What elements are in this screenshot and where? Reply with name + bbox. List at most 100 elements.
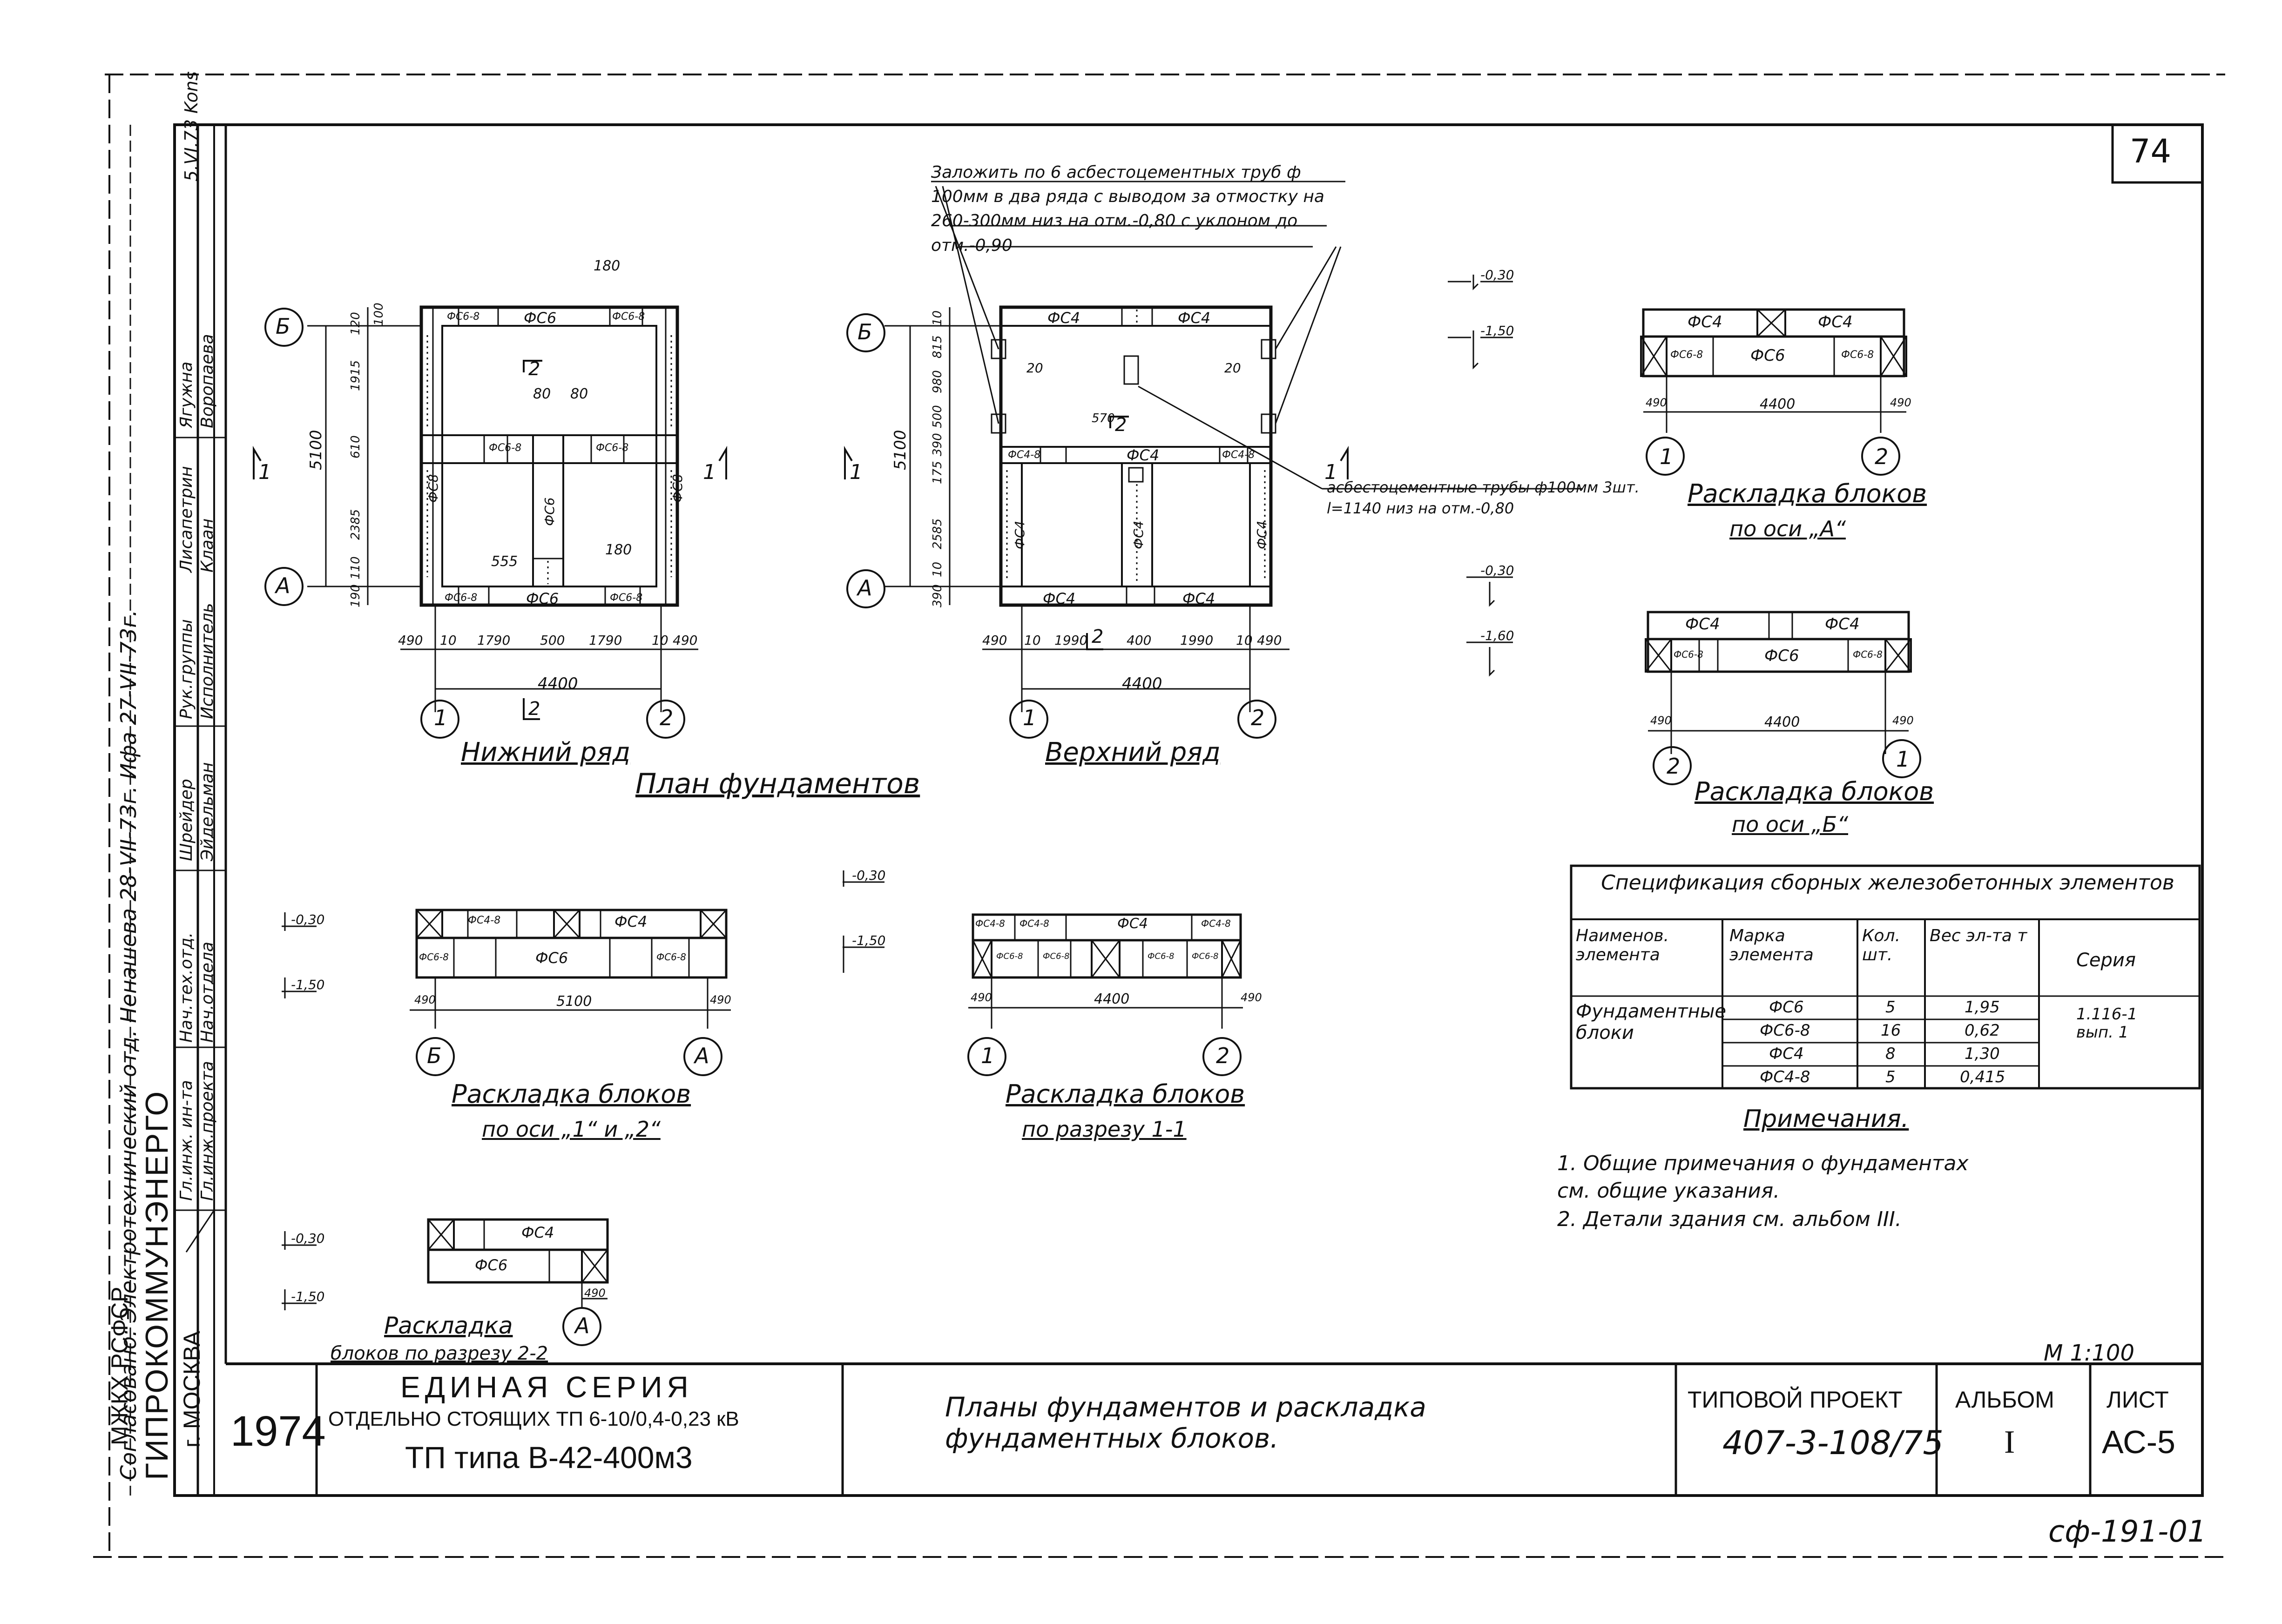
lower-top-fs6-8-right: ФС6-8	[612, 311, 645, 323]
layout-a-fs6-8-right: ФС6-8	[1841, 349, 1874, 361]
level-5: -0,30	[291, 912, 325, 927]
lower-top-fs6-8-left: ФС6-8	[447, 311, 480, 323]
level-8: -1,50	[852, 933, 886, 948]
layout-11-dim: 4400	[1094, 991, 1130, 1007]
spec-row-1-qty: 16	[1881, 1021, 1901, 1040]
spec-table-lines	[1570, 864, 2201, 1090]
level-6: -1,50	[291, 977, 325, 992]
layout-12-axis-a: А	[695, 1043, 709, 1068]
axis-2-lower: 2	[660, 705, 674, 730]
upper-dim-y-5: 500	[931, 405, 945, 428]
axis-b-upper: Б	[857, 319, 872, 344]
sheet-code: АС-5	[2102, 1424, 2175, 1460]
layout-a-dim: 4400	[1760, 396, 1796, 412]
role-tech-dept: Нач.тех.отд.	[177, 932, 196, 1043]
upper-dim-x-6: 490	[1257, 633, 1282, 648]
layout-a-fs6-8-left: ФС6-8	[1670, 349, 1703, 361]
layout-11-sub: по разрезу 1-1	[1022, 1117, 1187, 1142]
layout-b-dim: 4400	[1764, 714, 1800, 730]
layout-a-end-right: 490	[1890, 396, 1911, 409]
upper-row-plan	[844, 181, 1583, 739]
layout-b-fs4-left: ФС4	[1685, 615, 1720, 633]
year: 1974	[230, 1408, 326, 1455]
lower-row-plan	[253, 305, 727, 739]
lower-right-fs8: ФС8	[670, 474, 685, 503]
layout-11-end-right: 490	[1241, 991, 1262, 1004]
axis-2-upper: 2	[1251, 705, 1265, 730]
layout-a-axis-1: 1	[1660, 444, 1674, 469]
layout-22-fs6: ФС6	[475, 1256, 508, 1274]
layout-section-2-2	[427, 1218, 609, 1346]
upper-dim-x-5: 10	[1236, 633, 1253, 648]
layout-axis-a	[1640, 308, 1907, 476]
upper-dim-20-right: 20	[1224, 360, 1241, 376]
project-label: ТИПОВОЙ ПРОЕКТ	[1688, 1387, 1903, 1413]
layout-11-axis-1: 1	[981, 1043, 995, 1068]
spec-header-mark: Марка элемента	[1729, 926, 1814, 965]
spec-row-0-mark: ФС6	[1769, 998, 1804, 1017]
name-shreider: Шрейдер	[177, 779, 196, 861]
spec-header-series: Серия	[2076, 950, 2136, 971]
lower-dim-y-2: 2385	[349, 509, 363, 540]
layout-12-sub: по оси „1“ и „2“	[482, 1117, 661, 1142]
level-marks	[282, 275, 1513, 1310]
lower-dim-x-3: 500	[540, 633, 565, 648]
document-code: сф-191-01	[2048, 1515, 2207, 1549]
lower-row-caption: Нижний ряд	[461, 737, 631, 768]
upper-dim-y-3: 175	[931, 461, 945, 484]
upper-dim-y-4: 390	[931, 433, 945, 456]
lower-top-fs6: ФС6	[524, 309, 557, 327]
spec-title: Спецификация сборных железобетонных элем…	[1601, 871, 2174, 895]
sheet-number: 74	[2130, 132, 2172, 170]
lower-bottom-fs6-8-left: ФС6-8	[445, 592, 478, 604]
axis-1-upper: 1	[1023, 705, 1037, 730]
lower-dim-y-6: 100	[372, 303, 386, 326]
layout-12-fs4: ФС4	[614, 913, 648, 930]
city-label: г. МОСКВА	[179, 1331, 205, 1448]
layout-22-fs4: ФС4	[521, 1224, 554, 1241]
level-1: -0,30	[1480, 267, 1514, 283]
level-2: -1,50	[1480, 323, 1514, 338]
note-1: 1. Общие примечания о фундаментах см. об…	[1557, 1152, 1969, 1203]
layout-12-title: Раскладка блоков	[452, 1079, 691, 1109]
lower-height-total: 5100	[307, 430, 325, 470]
upper-dim-y-6: 980	[931, 370, 945, 393]
name-voropaeva: Воропаева	[198, 334, 217, 428]
lower-dim-x-6: 490	[673, 633, 698, 648]
upper-dim-y-2: 2585	[931, 518, 945, 549]
pipe-note-side: асбестоцементные трубы ф100мм 3шт. l=114…	[1327, 478, 1640, 517]
pipe-note-top: Заложить по 6 асбестоцементных труб ф 10…	[931, 163, 1324, 255]
cut-2-bottom-upper: 2	[1092, 626, 1104, 647]
upper-row-caption: Верхний ряд	[1045, 737, 1221, 768]
series-subtitle: ОТДЕЛЬНО СТОЯЩИХ ТП 6-10/0,4-0,23 кВ	[328, 1408, 739, 1430]
level-9: -0,30	[291, 1231, 325, 1246]
lower-mid-fs6-8-b: ФС6-8	[596, 442, 629, 454]
ministry-label: МЖКХ РСФСР	[107, 1287, 133, 1445]
layout-11-fs6-8-b: ФС6-8	[1043, 951, 1070, 961]
layout-a-fs6: ФС6	[1750, 346, 1785, 365]
album-number: I	[2004, 1424, 2015, 1460]
drawing-title: Планы фундаментов и раскладка фундаментн…	[945, 1391, 1426, 1454]
upper-top-fs4-left: ФС4	[1047, 309, 1080, 327]
sheet-label: ЛИСТ	[2106, 1387, 2169, 1413]
lower-bottom-fs6: ФС6	[526, 590, 559, 607]
role-chief-engineer: Гл.инж. ин-та	[177, 1080, 196, 1201]
upper-mid-fs4-8-a: ФС4-8	[1008, 449, 1041, 461]
layout-axis-1-2	[410, 909, 731, 1076]
notes-title: Примечания.	[1743, 1105, 1909, 1133]
layout-22-sub: блоков по разрезу 2-2	[331, 1343, 548, 1364]
lower-dim-x-1: 10	[440, 633, 457, 648]
lower-dim-80-a: 80	[533, 386, 551, 402]
lower-dim-x-4: 1790	[589, 633, 622, 648]
layout-22-axis-a: А	[575, 1313, 590, 1338]
level-10: -1,50	[291, 1289, 325, 1304]
note-2: 2. Детали здания см. альбом III.	[1557, 1207, 1902, 1231]
layout-11-end-left: 490	[971, 991, 992, 1004]
lower-dim-180-top: 180	[594, 258, 621, 274]
lower-width-total: 4400	[538, 674, 578, 693]
role-project-engineer: Гл.инж.проекта	[198, 1061, 217, 1201]
level-7: -0,30	[852, 868, 886, 883]
layout-12-fs4-8: ФС4-8	[468, 915, 501, 926]
layout-b-title: Раскладка блоков	[1695, 777, 1934, 806]
